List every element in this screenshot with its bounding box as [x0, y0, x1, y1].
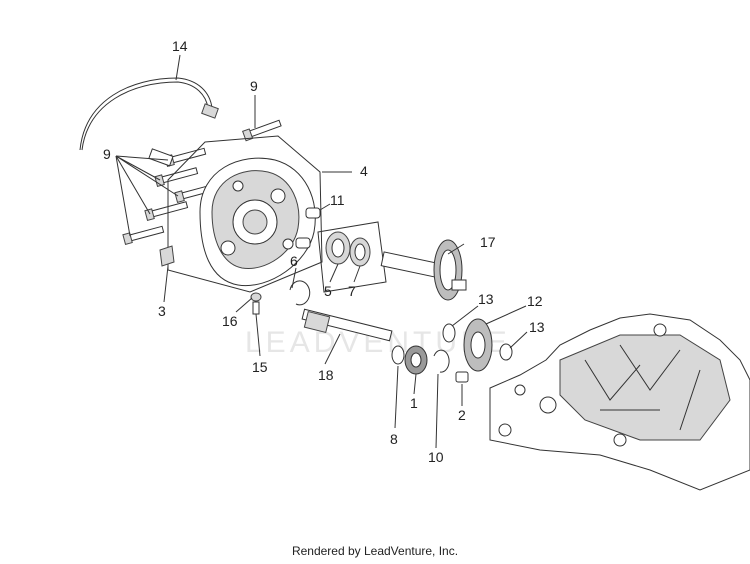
callout-8: 8 — [390, 431, 398, 447]
part-6-circlip — [289, 280, 311, 306]
part-15-16-screw — [250, 292, 262, 315]
callout-12: 12 — [527, 293, 543, 309]
callout-2: 2 — [458, 407, 466, 423]
footer-credit: Rendered by LeadVenture, Inc. — [291, 544, 459, 558]
callout-4: 4 — [360, 163, 368, 179]
crankcase — [489, 313, 750, 491]
callout-15: 15 — [252, 359, 268, 375]
callout-6: 6 — [290, 253, 298, 269]
part-4-cover — [167, 135, 323, 293]
callout-14: 14 — [172, 38, 188, 54]
part-14-cable — [79, 77, 219, 151]
callout-9: 9 — [103, 146, 111, 162]
part-11-dowels — [295, 207, 321, 249]
part-3-bracket — [159, 245, 175, 267]
part-12-13-gear — [442, 318, 513, 372]
callout-13: 13 — [478, 291, 494, 307]
callout-5: 5 — [324, 283, 332, 299]
part-2-pin — [455, 371, 469, 383]
callout-10: 10 — [428, 449, 444, 465]
callout-9: 9 — [250, 78, 258, 94]
callout-3: 3 — [158, 303, 166, 319]
callout-11: 11 — [330, 192, 345, 208]
part-9-bolts — [122, 119, 282, 245]
leader-lines — [115, 54, 528, 449]
part-18-shaft — [301, 308, 393, 342]
part-17-gear-shaft — [380, 239, 467, 301]
callout-1: 1 — [410, 395, 418, 411]
callout-18: 18 — [318, 367, 334, 383]
callout-labels: 14 9 9 4 11 17 6 5 7 3 16 15 18 13 12 13… — [103, 38, 545, 465]
part-1-8-10-bearing — [391, 345, 450, 375]
callout-7: 7 — [348, 283, 356, 299]
callout-13: 13 — [529, 319, 545, 335]
callout-17: 17 — [480, 234, 496, 250]
callout-16: 16 — [222, 313, 238, 329]
part-5-7-seals — [317, 221, 387, 293]
